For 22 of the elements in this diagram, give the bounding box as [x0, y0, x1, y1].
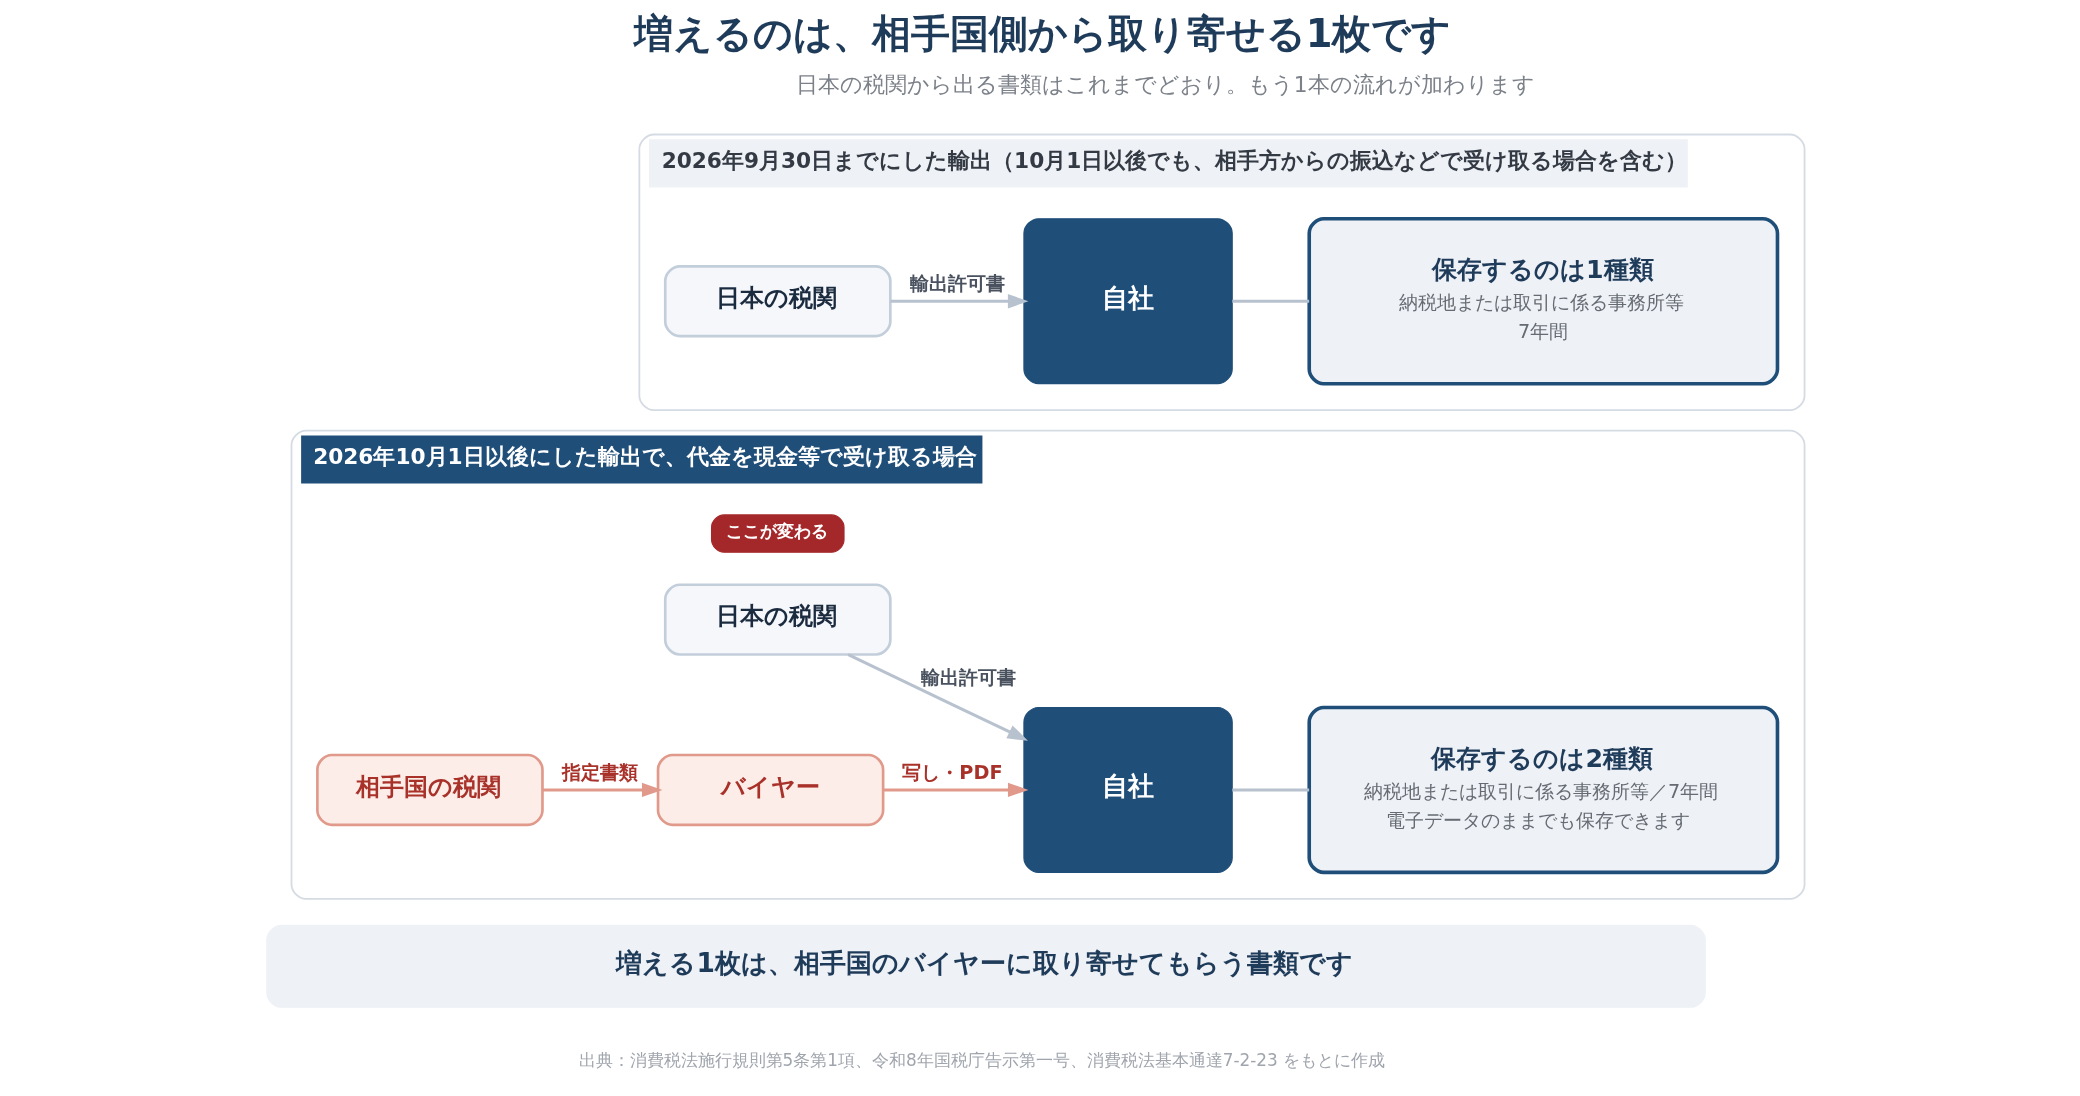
arrow [890, 294, 1028, 309]
node-box: 相手国の税関 [315, 753, 544, 827]
caption: 出典：消費税法施行規則第5条第1項、令和8年国税庁告示第一号、消費税法基本通達7-2-23 をもとに作成 [578, 1049, 1385, 1070]
node-box: バイヤー [656, 753, 884, 827]
edge-label: 輸出許可書 [909, 272, 1005, 296]
connector [1231, 788, 1309, 792]
node-box: 日本の税関 [663, 583, 892, 656]
node-box: 自社 [1022, 218, 1233, 385]
label: 日本の税関から出る書類はこれまでどおり。もう1本の流れが加わります [795, 71, 1535, 97]
arrow [882, 782, 1028, 798]
node-box: 保存するのは2種類 納税地または取引に係る事務所等／7年間 電子データのままでも保存できます [1306, 705, 1779, 875]
edge-label: 輸出許可書 [920, 666, 1016, 690]
node-box: 自社 [1022, 706, 1233, 873]
edge-label: 写し・PDF [901, 760, 1003, 784]
diagram-title: 増えるのは、相手国側から取り寄せる1枚です [633, 11, 1451, 57]
node-box: 日本の税関 [663, 265, 892, 338]
edge-label: 指定書類 [561, 760, 638, 784]
node-box: ここが変わる [710, 514, 845, 553]
arrow [542, 782, 662, 798]
connector [1231, 299, 1309, 303]
arrow [847, 653, 1028, 741]
node-box: 保存するのは1種類 納税地または取引に係る事務所等 7年間 [1306, 217, 1779, 386]
